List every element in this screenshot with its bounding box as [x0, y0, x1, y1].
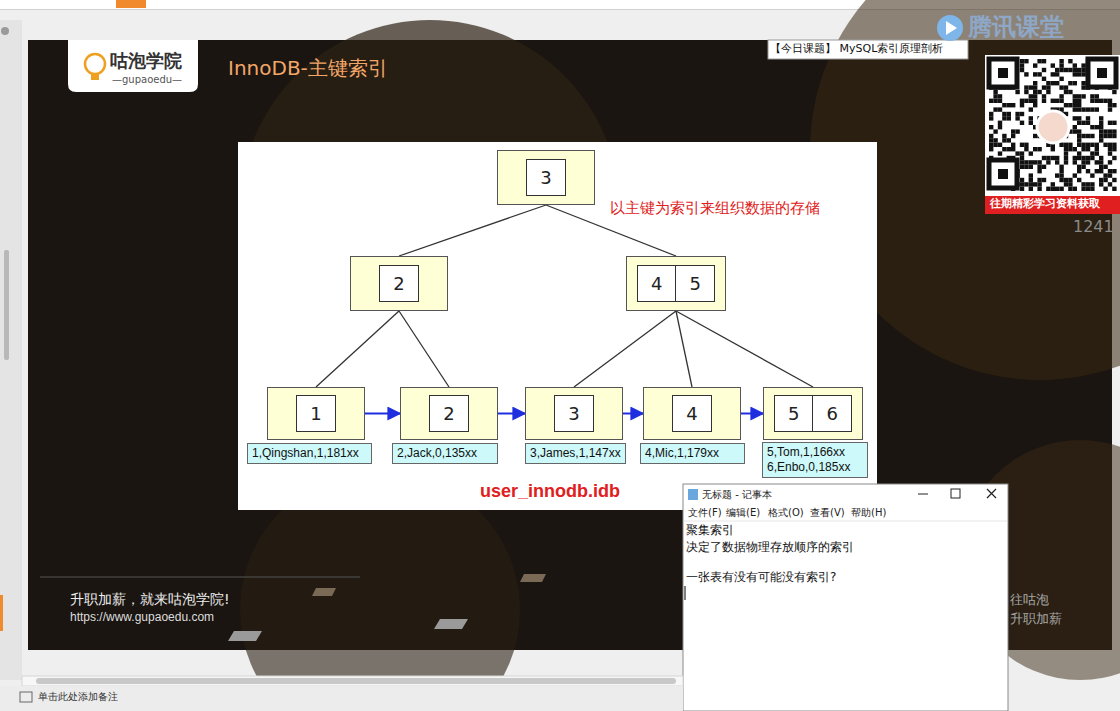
key-value: 4	[651, 273, 662, 294]
key-cell: 6	[812, 395, 852, 432]
key-cell: 3	[554, 395, 594, 432]
row-data-box: 5,Tom,1,166xx 6,Enbo,0,185xx	[762, 442, 868, 478]
topic-banner: 【今日课题】 MySQL索引原理剖析	[770, 42, 943, 55]
key-cell: 4	[637, 265, 677, 302]
leaf-link-arrow	[498, 413, 525, 415]
key-value: 5	[690, 273, 701, 294]
tree-branch-line	[676, 311, 692, 387]
key-cell: 2	[379, 265, 419, 302]
leaf-link-arrow	[365, 413, 400, 415]
index-page-box: 1	[267, 387, 365, 440]
row-data: 2,Jack,0,135xx	[397, 446, 493, 461]
key-value: 3	[540, 167, 551, 188]
file-caption: user_innodb.idb	[480, 481, 620, 503]
tree-branch-line	[574, 311, 676, 387]
slogan-fragment: 升职加薪	[1010, 611, 1062, 627]
platform-watermark: 腾讯课堂	[968, 13, 1064, 42]
row-data: 5,Tom,1,166xx 6,Enbo,0,185xx	[767, 445, 863, 475]
key-value: 3	[568, 403, 579, 424]
window-title: 无标题 - 记事本	[702, 489, 772, 501]
tree-branch-line	[316, 311, 399, 387]
tree-branch-line	[399, 205, 546, 256]
note-line: 决定了数据物理存放顺序的索引	[686, 540, 854, 554]
logo-subtext: —gupaoedu—	[112, 74, 182, 86]
key-value: 2	[443, 403, 454, 424]
key-cell: 5	[774, 395, 814, 432]
row-data-box: 1,Qingshan,1,181xx	[247, 443, 372, 464]
row-data: 3,James,1,147xx	[530, 446, 621, 461]
annotation-note: 以主键为索引来组织数据的存储	[610, 199, 820, 217]
status-hint: 单击此处添加备注	[38, 691, 118, 703]
leaf-link-arrow	[623, 413, 643, 415]
index-page-box: 4	[643, 387, 741, 440]
key-cell: 4	[672, 395, 712, 432]
key-value: 1	[310, 403, 321, 424]
row-data-box: 3,James,1,147xx	[525, 443, 626, 464]
viewer-count: 1241	[1073, 217, 1114, 236]
logo-text: 咕泡学院	[110, 50, 182, 72]
qr-banner: 往期精彩学习资料获取	[990, 197, 1100, 210]
key-cell: 1	[296, 395, 336, 432]
row-data: 1,Qingshan,1,181xx	[252, 446, 367, 461]
row-data-box: 2,Jack,0,135xx	[392, 443, 498, 464]
slogan-fragment: 往咕泡	[1010, 592, 1049, 608]
row-data-box: 4,Mic,1,179xx	[640, 443, 745, 464]
key-value: 4	[686, 403, 697, 424]
index-page-box: 56	[763, 387, 863, 440]
leaf-link-arrow	[741, 413, 763, 415]
key-cell: 2	[429, 395, 469, 432]
slogan: 升职加薪，就来咕泡学院!	[70, 591, 230, 608]
key-cell: 5	[675, 265, 715, 302]
menu-item: 查看(V)	[810, 507, 845, 519]
key-value: 6	[827, 403, 838, 424]
menu-item: 文件(F)	[688, 507, 722, 519]
tree-branch-line	[399, 311, 449, 387]
menu-item: 编辑(E)	[726, 507, 760, 519]
index-page-box: 3	[525, 387, 623, 440]
menu-item: 帮助(H)	[851, 507, 886, 519]
tree-branch-line	[676, 311, 813, 387]
index-page-box: 3	[497, 150, 595, 205]
key-value: 5	[788, 403, 799, 424]
row-data: 4,Mic,1,179xx	[645, 446, 740, 461]
key-value: 2	[393, 273, 404, 294]
key-cell: 3	[526, 159, 566, 196]
website-url: https://www.gupaoedu.com	[70, 610, 214, 624]
note-line: 一张表有没有可能没有索引?	[686, 570, 836, 584]
index-page-box: 45	[626, 256, 726, 311]
slide-title: InnoDB-主键索引	[228, 56, 388, 80]
note-line: 聚集索引	[686, 523, 734, 537]
index-page-box: 2	[350, 256, 448, 311]
menu-item: 格式(O)	[768, 507, 804, 519]
index-page-box: 2	[400, 387, 498, 440]
